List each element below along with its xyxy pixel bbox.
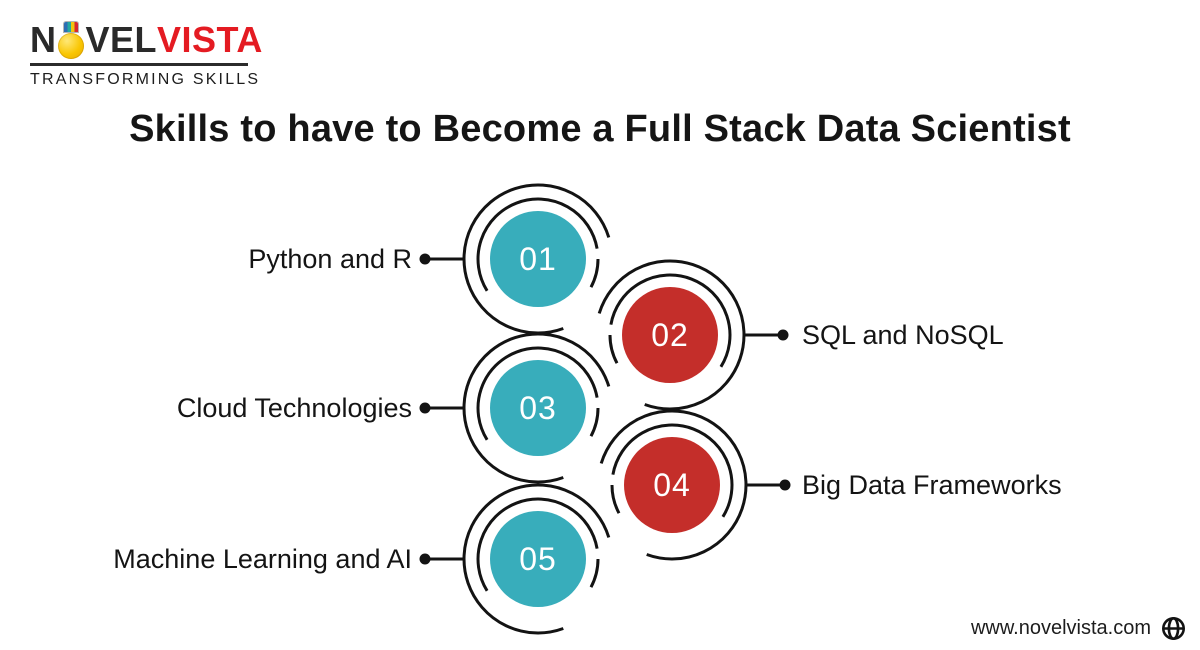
inner-ring-arc (476, 497, 599, 592)
inner-ring-arc (611, 423, 734, 518)
step-03-number: 03 (519, 390, 557, 426)
connector-dot (419, 402, 431, 414)
step-01-label: Python and R (248, 244, 412, 274)
footer: www.novelvista.com (971, 616, 1186, 641)
inner-ring-stub-arc (610, 484, 621, 514)
inner-ring-arc (476, 346, 599, 441)
medal-ribbon-icon (63, 22, 78, 32)
step-05-label: Machine Learning and AI (113, 544, 412, 574)
outer-ring-arc (462, 332, 611, 484)
step-disc (622, 287, 718, 383)
brand-wordmark: N VEL VISTA (30, 18, 263, 60)
medal-icon (57, 20, 85, 60)
outer-ring-arc (462, 183, 611, 335)
step-disc (624, 437, 720, 533)
step-04-label: Big Data Frameworks (802, 470, 1062, 500)
inner-ring-arc (609, 273, 732, 368)
step-02-number: 02 (651, 317, 689, 353)
logo-tagline: TRANSFORMING SKILLS (30, 71, 261, 88)
medal-ball-icon (57, 33, 84, 59)
step-04-number: 04 (653, 467, 691, 503)
outer-ring-arc (462, 483, 611, 635)
globe-icon (1162, 617, 1185, 640)
step-disc (490, 360, 586, 456)
connector-dot (419, 553, 431, 565)
connector-dot (779, 479, 791, 491)
brand-text-vista: VISTA (157, 19, 263, 60)
step-disc (490, 511, 586, 607)
brand-text-n: N (30, 19, 57, 60)
step-03-label: Cloud Technologies (176, 393, 412, 423)
step-02-label: SQL and NoSQL (802, 320, 1004, 350)
inner-ring-stub-arc (589, 558, 600, 588)
inner-ring-stub-arc (589, 407, 600, 437)
step-05-number: 05 (519, 541, 557, 577)
inner-ring-arc (476, 197, 599, 292)
step-02-ring-graphic (597, 259, 789, 411)
step-03-ring-graphic (419, 332, 611, 484)
step-01-number: 01 (519, 241, 557, 277)
connector-dot (419, 253, 431, 265)
novelvista-logo: N VEL VISTA TRANSFORMING SKILLS (30, 18, 263, 89)
step-01-ring-graphic (419, 183, 611, 335)
brand-text-vel: VEL (85, 19, 158, 60)
logo-divider (30, 63, 248, 66)
page-title: Skills to have to Become a Full Stack Da… (129, 108, 1071, 150)
step-05-ring-graphic (419, 483, 611, 635)
outer-ring-arc (599, 409, 748, 561)
connector-dot (777, 329, 789, 341)
outer-ring-arc (597, 259, 746, 411)
step-disc (490, 211, 586, 307)
footer-website-link[interactable]: www.novelvista.com (970, 617, 1151, 639)
step-04-ring-graphic (599, 409, 791, 561)
inner-ring-stub-arc (589, 258, 600, 288)
inner-ring-stub-arc (608, 334, 619, 364)
